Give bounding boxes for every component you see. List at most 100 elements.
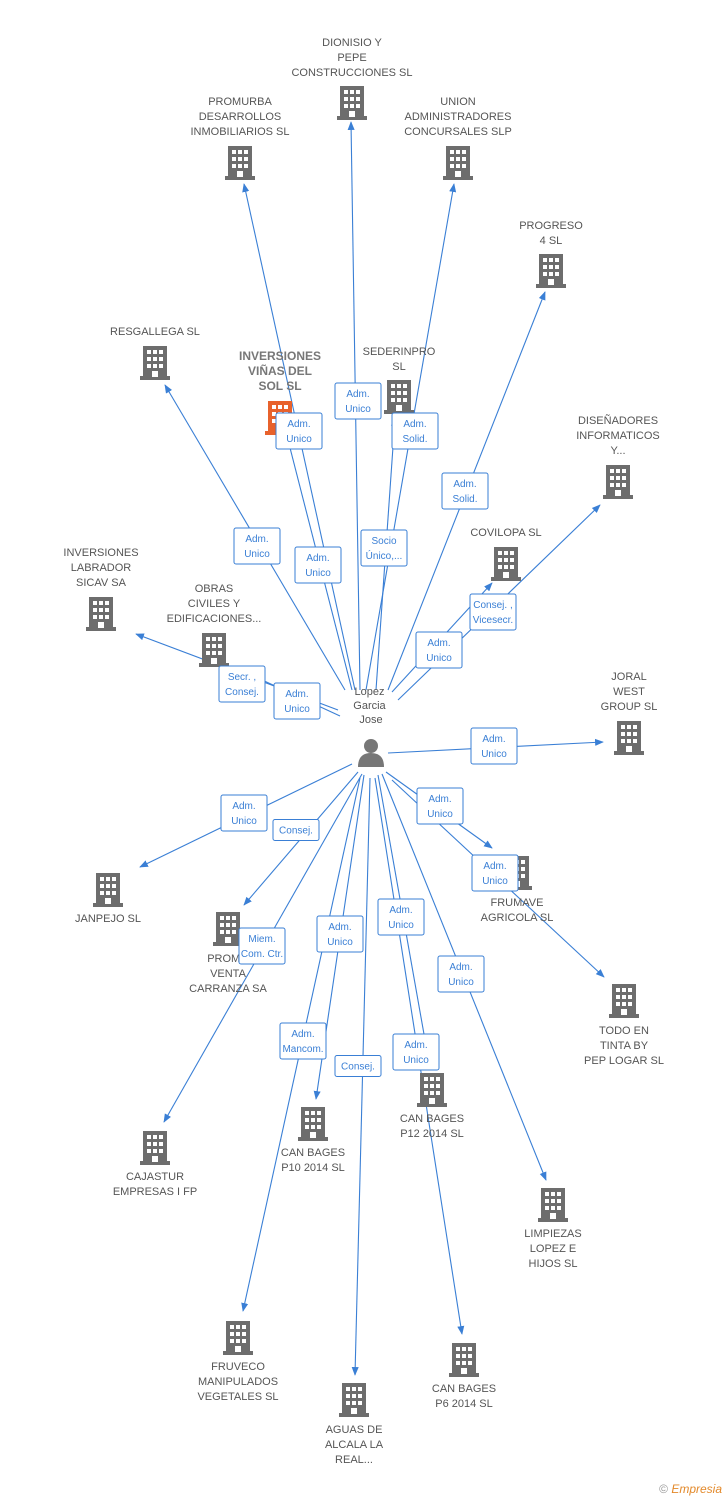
- edge-label-fruveco[interactable]: Adm.Mancom.: [279, 1022, 327, 1060]
- edge-label-text: Adm.: [483, 861, 506, 872]
- building-icon: [614, 721, 644, 755]
- company-node-covilopa[interactable]: COVILOPA SL: [470, 527, 542, 581]
- edge-label-can-bages-p10[interactable]: Adm.Unico: [316, 915, 364, 953]
- edge-label-can-bages-p12[interactable]: Adm.Unico: [377, 898, 425, 936]
- edge-label-progreso[interactable]: Adm.Solid.: [441, 472, 489, 510]
- company-name: JANPEJO SL: [75, 913, 141, 925]
- edge-label-box: [416, 787, 464, 825]
- edge-label-cajastur[interactable]: Miem.Com. Ctr.: [238, 927, 286, 965]
- company-name: RESGALLEGA SL: [110, 326, 200, 338]
- building-icon: [199, 633, 229, 667]
- edge-label-todo-en-tinta[interactable]: Adm.Unico: [471, 854, 519, 892]
- edge-label-frumave[interactable]: Adm.Unico: [416, 787, 464, 825]
- edge-label-text: Com. Ctr.: [241, 949, 283, 960]
- edge-label-joral[interactable]: Adm.Unico: [470, 727, 518, 765]
- center-person-node[interactable]: Lopez Garcia Jose: [353, 686, 388, 767]
- edge-label-box: [233, 527, 281, 565]
- edge-label-box: [437, 955, 485, 993]
- building-icon: [225, 146, 255, 180]
- edge-label-text: Consej.: [225, 687, 259, 698]
- edge-label-promo-venta[interactable]: Consej.: [272, 819, 320, 841]
- edge-label-resgallega[interactable]: Adm.Unico: [233, 527, 281, 565]
- edge-label-dionisio[interactable]: Adm.Unico: [334, 382, 382, 420]
- edge-label-box: [334, 382, 382, 420]
- edge-label-box: [377, 898, 425, 936]
- edge-label-text: Unico: [327, 937, 353, 948]
- edge-label-inversiones-labrador[interactable]: Secr. ,Consej.: [218, 665, 266, 703]
- edge-label-box: [218, 665, 266, 703]
- edge-label-text: Consej.: [341, 1062, 375, 1073]
- edge-label-box: [220, 794, 268, 832]
- edge-labels-layer: Adm.UnicoAdm.UnicoSocioÚnico,...Adm.Soli…: [218, 382, 519, 1077]
- building-icon: [140, 346, 170, 380]
- copyright-icon: ©: [659, 1482, 668, 1496]
- edge-label-box: [470, 727, 518, 765]
- edge-label-covilopa[interactable]: Adm.Unico: [415, 631, 463, 669]
- building-icon: [443, 146, 473, 180]
- building-icon: [86, 597, 116, 631]
- edge-label-disenadores[interactable]: Consej. ,Vicesecr.: [469, 593, 517, 631]
- edge-label-text: Mancom.: [282, 1044, 323, 1055]
- brand-logo[interactable]: Empresia: [671, 1482, 722, 1496]
- building-icon: [339, 1383, 369, 1417]
- edge-label-text: Adm.: [428, 794, 451, 805]
- edge-label-text: Consej.: [279, 826, 313, 837]
- edge-label-sederinpro[interactable]: Adm.Solid.: [391, 412, 439, 450]
- edge-label-text: Unico: [231, 816, 257, 827]
- edge-label-janpejo[interactable]: Adm.Unico: [220, 794, 268, 832]
- building-icon: [384, 380, 414, 414]
- edge-label-limpiezas[interactable]: Adm.Unico: [437, 955, 485, 993]
- edge-label-text: Adm.: [482, 734, 505, 745]
- company-node-janpejo[interactable]: JANPEJO SL: [75, 873, 141, 925]
- edge-label-box: [360, 529, 408, 567]
- edge-label-text: Unico: [345, 404, 371, 415]
- edge-label-aguas[interactable]: Consej.: [334, 1055, 382, 1077]
- edge-label-inversiones-vinas[interactable]: Adm.Unico: [275, 412, 323, 450]
- edge-label-text: Unico: [305, 568, 331, 579]
- edge-label-text: Adm.: [285, 689, 308, 700]
- person-icon-body: [358, 753, 384, 767]
- edge-label-text: Unico: [403, 1055, 429, 1066]
- edge-label-box: [294, 546, 342, 584]
- building-icon: [93, 873, 123, 907]
- edge-label-promurba[interactable]: Adm.Unico: [294, 546, 342, 584]
- edge-label-union[interactable]: SocioÚnico,...: [360, 529, 408, 567]
- edge-label-text: Adm.: [389, 905, 412, 916]
- building-icon: [417, 1073, 447, 1107]
- edge-label-obras[interactable]: Adm.Unico: [273, 682, 321, 720]
- edge-label-text: Adm.: [453, 479, 476, 490]
- company-node-resgallega[interactable]: RESGALLEGA SL: [110, 326, 200, 380]
- edge-label-can-bages-p6[interactable]: Adm.Unico: [392, 1033, 440, 1071]
